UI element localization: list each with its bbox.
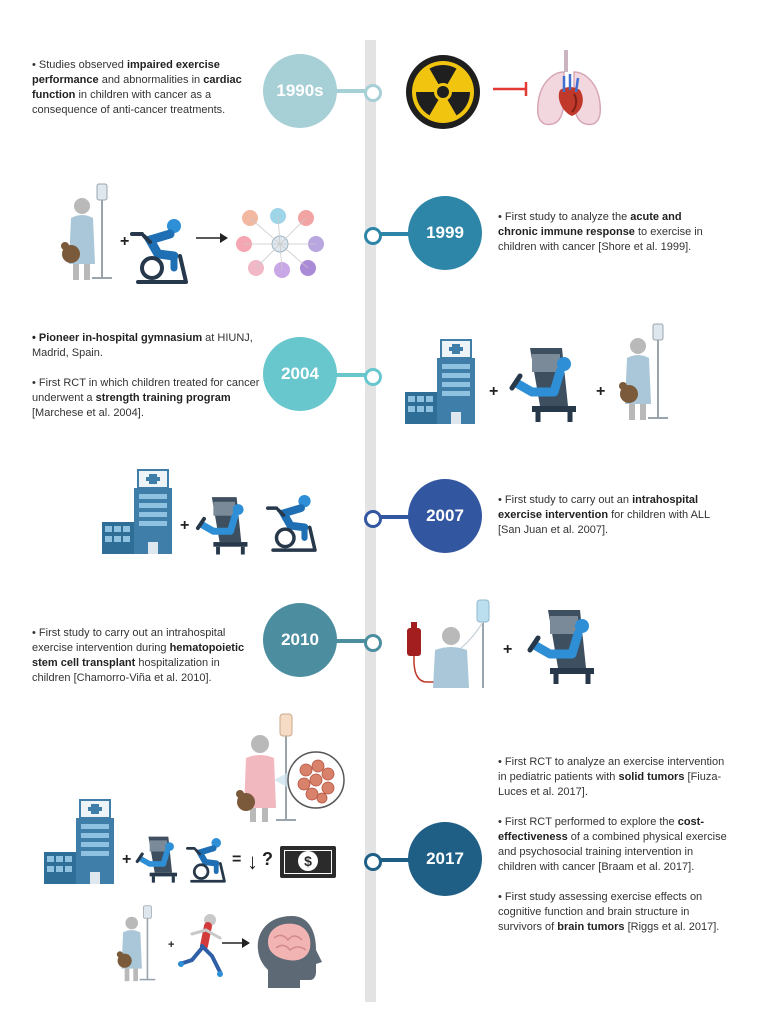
plus-sign: + bbox=[122, 851, 132, 868]
event-1990s-text: • Studies observed impaired exercise per… bbox=[32, 58, 257, 118]
arrow-right-icon bbox=[196, 233, 228, 243]
event-paragraph: • Studies observed impaired exercise per… bbox=[32, 58, 257, 118]
text-run: • First RCT in which children treated fo… bbox=[32, 377, 260, 404]
leg-press-machine-icon bbox=[527, 610, 594, 684]
text-run: and abnormalities in bbox=[98, 74, 204, 86]
event-1999-year: 1999 bbox=[408, 196, 482, 270]
hospital-building-icon bbox=[102, 469, 172, 554]
bold-text: cardiac function bbox=[32, 74, 242, 101]
bold-text: impaired exercise performance bbox=[32, 59, 220, 86]
bold-text: hematopoietic stem cell transplant bbox=[32, 642, 245, 669]
child-iv-teddy-icon bbox=[116, 905, 156, 982]
child-tumor-cells-icon bbox=[236, 713, 345, 822]
event-2007-year: 2007 bbox=[408, 479, 482, 553]
event-1999-node bbox=[364, 227, 382, 245]
text-run: to exercise in children with cancer [Sho… bbox=[498, 226, 703, 253]
plus-sign: + bbox=[180, 517, 190, 534]
event-paragraph: • First study to carry out an intrahospi… bbox=[498, 493, 726, 538]
text-run: for children with ALL [San Juan et al. 2… bbox=[498, 509, 710, 536]
text-run: • Studies observed bbox=[32, 59, 127, 71]
immune-cells-icon bbox=[236, 208, 324, 278]
text-run: • First RCT performed to explore the bbox=[498, 816, 678, 828]
paragraph-gap bbox=[498, 875, 730, 890]
leg-press-machine-icon bbox=[509, 348, 576, 422]
event-2004-year: 2004 bbox=[263, 337, 337, 411]
paragraph-gap bbox=[498, 800, 730, 815]
inhibit-arrow-icon bbox=[493, 82, 528, 96]
event-2007-node bbox=[364, 510, 382, 528]
blood-bag-child-iv-icon bbox=[407, 599, 490, 688]
event-2017-year: 2017 bbox=[408, 822, 482, 896]
event-paragraph: • First RCT to analyze an exercise inter… bbox=[498, 755, 730, 800]
event-1990s-node bbox=[364, 84, 382, 102]
lungs-heart-icon bbox=[536, 50, 602, 126]
bold-text: brain tumors bbox=[557, 921, 625, 933]
event-2017-node bbox=[364, 853, 382, 871]
text-run: at HIUNJ, Madrid, Spain. bbox=[32, 332, 253, 359]
event-2004-node bbox=[364, 368, 382, 386]
bold-text: strength training program bbox=[95, 392, 231, 404]
event-2010-year: 2010 bbox=[263, 603, 337, 677]
event-2007-text: • First study to carry out an intrahospi… bbox=[498, 493, 726, 538]
exercise-bike-icon bbox=[186, 838, 226, 883]
down-arrow-symbol: ↓ bbox=[247, 849, 258, 874]
child-iv-teddy-icon bbox=[619, 323, 668, 420]
text-run: • First study assessing exercise effects… bbox=[498, 891, 703, 933]
event-2010-node bbox=[364, 634, 382, 652]
text-run: hospitalization in children [Chamorro-Vi… bbox=[32, 657, 220, 684]
event-1999-connector bbox=[376, 232, 412, 236]
child-iv-teddy-icon bbox=[61, 183, 112, 280]
exercise-bike-icon bbox=[266, 495, 317, 552]
plus-sign: + bbox=[489, 383, 499, 400]
event-1990s-year: 1990s bbox=[263, 54, 337, 128]
money-bill-inner bbox=[284, 850, 332, 874]
paragraph-gap bbox=[32, 361, 262, 376]
money-bill-icon: $ bbox=[280, 846, 336, 878]
text-run: [Fiuza-Luces et al. 2017]. bbox=[498, 771, 722, 798]
event-2017-connector bbox=[376, 858, 412, 862]
bold-text: • Pioneer in-hospital gymnasium bbox=[32, 332, 203, 344]
text-run: • First study to carry out an bbox=[498, 494, 633, 506]
radiation-icon bbox=[406, 55, 480, 129]
event-paragraph: • First study to analyze the acute and c… bbox=[498, 210, 723, 255]
bold-text: solid tumors bbox=[618, 771, 685, 783]
text-run: • First RCT to analyze an exercise inter… bbox=[498, 756, 725, 783]
leg-press-machine-icon bbox=[195, 497, 248, 555]
question-mark: ? bbox=[262, 849, 273, 869]
text-run: in children with cancer as a consequence… bbox=[32, 89, 226, 116]
text-run: • First study to carry out an intrahospi… bbox=[32, 627, 226, 654]
text-run: • First study to analyze the bbox=[498, 211, 631, 223]
event-2010-text: • First study to carry out an intrahospi… bbox=[32, 626, 260, 686]
event-2004-text: • Pioneer in-hospital gymnasium at HIUNJ… bbox=[32, 331, 262, 421]
hospital-building-icon bbox=[44, 799, 114, 884]
dollar-sign: $ bbox=[298, 851, 318, 871]
plus-sign: + bbox=[503, 641, 513, 658]
text-run: [Marchese et al. 2004]. bbox=[32, 407, 144, 419]
plus-sign: + bbox=[168, 939, 175, 951]
event-2017-text: • First RCT to analyze an exercise inter… bbox=[498, 755, 730, 935]
equals-sign: = bbox=[232, 851, 242, 868]
event-paragraph: • First study assessing exercise effects… bbox=[498, 890, 730, 935]
bold-text: acute and chronic immune response bbox=[498, 211, 682, 238]
arrow-right-icon bbox=[222, 938, 250, 948]
event-1999-text: • First study to analyze the acute and c… bbox=[498, 210, 723, 255]
hospital-building-icon bbox=[405, 339, 475, 424]
bold-text: intrahospital exercise intervention bbox=[498, 494, 699, 521]
event-2007-connector bbox=[376, 515, 412, 519]
text-run: [Riggs et al. 2017]. bbox=[624, 921, 720, 933]
brain-head-icon bbox=[257, 916, 322, 988]
plus-sign: + bbox=[596, 383, 606, 400]
running-child-icon bbox=[178, 914, 223, 977]
event-paragraph: • Pioneer in-hospital gymnasium at HIUNJ… bbox=[32, 331, 262, 361]
event-paragraph: • First RCT performed to explore the cos… bbox=[498, 815, 730, 875]
bold-text: cost-effectiveness bbox=[498, 816, 704, 843]
exercise-bike-icon bbox=[130, 219, 188, 284]
event-paragraph: • First RCT in which children treated fo… bbox=[32, 376, 262, 421]
text-run: of a combined physical exercise and psyc… bbox=[498, 831, 727, 873]
event-paragraph: • First study to carry out an intrahospi… bbox=[32, 626, 260, 686]
leg-press-machine-icon bbox=[135, 836, 178, 883]
plus-sign: + bbox=[120, 233, 130, 250]
